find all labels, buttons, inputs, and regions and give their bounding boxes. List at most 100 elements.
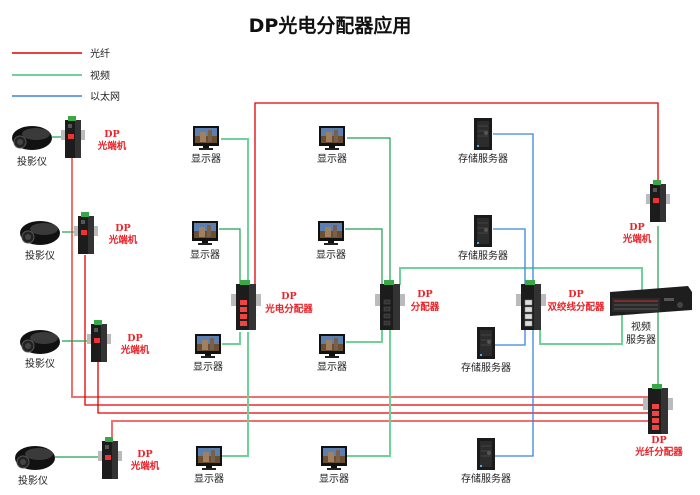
storage-server-icon bbox=[476, 437, 496, 471]
video-line bbox=[347, 137, 391, 285]
converter-label-line2: 光端机 bbox=[622, 233, 652, 245]
video-line bbox=[539, 310, 623, 345]
video-server-label-line2: 服务器 bbox=[626, 333, 656, 346]
converter-label-line2: 光端机 bbox=[97, 140, 127, 152]
projector-icon bbox=[19, 220, 61, 246]
converter-icon bbox=[646, 180, 670, 222]
converter-label-line2: 光端机 bbox=[120, 344, 150, 356]
monitor: 显示器 bbox=[317, 334, 347, 373]
monitor-icon bbox=[319, 126, 345, 150]
video-line bbox=[222, 332, 241, 345]
dp-splitter: DP 分配器 bbox=[374, 279, 440, 331]
video-line bbox=[346, 330, 383, 343]
dp-splitter-label-line1: DP bbox=[417, 289, 432, 300]
projector-label: 投影仪 bbox=[18, 474, 48, 487]
storage-server-icon bbox=[473, 117, 493, 151]
projector: 投影仪 bbox=[11, 125, 53, 168]
storage-server: 存储服务器 bbox=[461, 326, 511, 374]
converter-icon bbox=[87, 320, 111, 362]
fiber-splitter: DP 光纤分配器 bbox=[634, 384, 683, 458]
twisted-pair-splitter: DP 双绞线分配器 bbox=[515, 279, 605, 331]
monitor-icon bbox=[196, 446, 222, 470]
projector: 投影仪 bbox=[19, 220, 61, 262]
monitor-icon bbox=[318, 221, 344, 245]
storage-server-icon bbox=[476, 326, 496, 360]
monitor-label: 显示器 bbox=[190, 249, 220, 261]
converter-label-line1: DP bbox=[137, 449, 152, 460]
ethernet-line bbox=[493, 133, 534, 285]
projector-label: 投影仪 bbox=[17, 155, 47, 168]
projector-icon bbox=[14, 445, 56, 471]
video-line bbox=[347, 330, 391, 457]
dp-converter: DP 光端机 bbox=[61, 116, 127, 158]
video-line bbox=[219, 228, 241, 286]
monitor: 显示器 bbox=[319, 446, 349, 485]
fiber-splitter-icon bbox=[643, 384, 673, 434]
optoelectric-splitter-icon bbox=[231, 280, 261, 330]
ethernet-line bbox=[495, 330, 526, 346]
video-line bbox=[222, 332, 249, 457]
converter-label-line1: DP bbox=[104, 129, 119, 140]
projector-icon bbox=[19, 329, 61, 355]
twisted-pair-splitter-icon bbox=[515, 279, 547, 331]
fiber-splitter-label-line2: 光纤分配器 bbox=[634, 446, 683, 458]
ethernet-line bbox=[495, 330, 534, 457]
converter-label-line2: 光端机 bbox=[130, 460, 160, 472]
optoelectric-splitter-label-line1: DP bbox=[281, 291, 296, 302]
dp-splitter-label-line2: 分配器 bbox=[411, 301, 440, 313]
monitor: 显示器 bbox=[316, 221, 346, 261]
projector-label: 投影仪 bbox=[25, 357, 55, 370]
video-server-icon bbox=[610, 286, 692, 316]
monitor-label: 显示器 bbox=[191, 153, 221, 165]
storage-server-label: 存储服务器 bbox=[461, 361, 511, 374]
dp-converter: DP 光端机 bbox=[622, 180, 670, 245]
twisted-pair-splitter-label-line2: 双绞线分配器 bbox=[546, 301, 605, 313]
fiber-splitter-label-line1: DP bbox=[651, 435, 666, 446]
storage-server: 存储服务器 bbox=[458, 214, 508, 262]
fiber-line bbox=[111, 420, 648, 440]
legend-label-video: 视频 bbox=[90, 69, 110, 82]
dp-converter: DP 光端机 bbox=[74, 212, 138, 254]
converter-icon bbox=[98, 437, 122, 479]
legend-label-ethernet: 以太网 bbox=[90, 90, 120, 103]
fiber-line bbox=[71, 158, 648, 398]
storage-server: 存储服务器 bbox=[458, 117, 508, 165]
video-server-label-line1: 视频 bbox=[631, 320, 651, 333]
projector: 投影仪 bbox=[19, 329, 61, 370]
ethernet-lines bbox=[493, 133, 534, 457]
fiber-line bbox=[84, 255, 648, 406]
video-server: 视频 服务器 bbox=[610, 286, 692, 346]
converter-label-line2: 光端机 bbox=[108, 234, 138, 246]
twisted-pair-splitter-label-line1: DP bbox=[568, 289, 583, 300]
monitor: 显示器 bbox=[190, 221, 220, 261]
monitor-icon bbox=[193, 126, 219, 150]
monitor-label: 显示器 bbox=[317, 361, 347, 373]
video-line bbox=[221, 138, 249, 286]
fiber-lines bbox=[71, 102, 659, 440]
storage-server-label: 存储服务器 bbox=[458, 249, 508, 262]
monitor-label: 显示器 bbox=[194, 473, 224, 485]
dp-converter: DP 光端机 bbox=[87, 320, 150, 362]
optoelectric-splitter-label-line2: 光电分配器 bbox=[264, 303, 313, 315]
projector-label: 投影仪 bbox=[25, 249, 55, 262]
monitor: 显示器 bbox=[317, 126, 347, 165]
monitor: 显示器 bbox=[194, 446, 224, 485]
video-line bbox=[399, 267, 643, 290]
monitor-label: 显示器 bbox=[316, 249, 346, 261]
storage-server-icon bbox=[473, 214, 493, 248]
page-title: DP光电分配器应用 bbox=[249, 14, 412, 37]
storage-server: 存储服务器 bbox=[461, 437, 511, 485]
monitor-label: 显示器 bbox=[319, 473, 349, 485]
projector-icon bbox=[11, 125, 53, 151]
fiber-line bbox=[97, 360, 648, 414]
monitor: 显示器 bbox=[193, 334, 223, 373]
ethernet-line bbox=[493, 228, 526, 285]
optoelectric-splitter: DP 光电分配器 bbox=[231, 280, 313, 330]
legend: 光纤 视频 以太网 bbox=[12, 47, 120, 103]
legend-label-fiber: 光纤 bbox=[90, 47, 110, 60]
projector: 投影仪 bbox=[14, 445, 56, 487]
video-line bbox=[345, 228, 383, 285]
converter-icon bbox=[61, 116, 85, 158]
monitor-label: 显示器 bbox=[193, 361, 223, 373]
